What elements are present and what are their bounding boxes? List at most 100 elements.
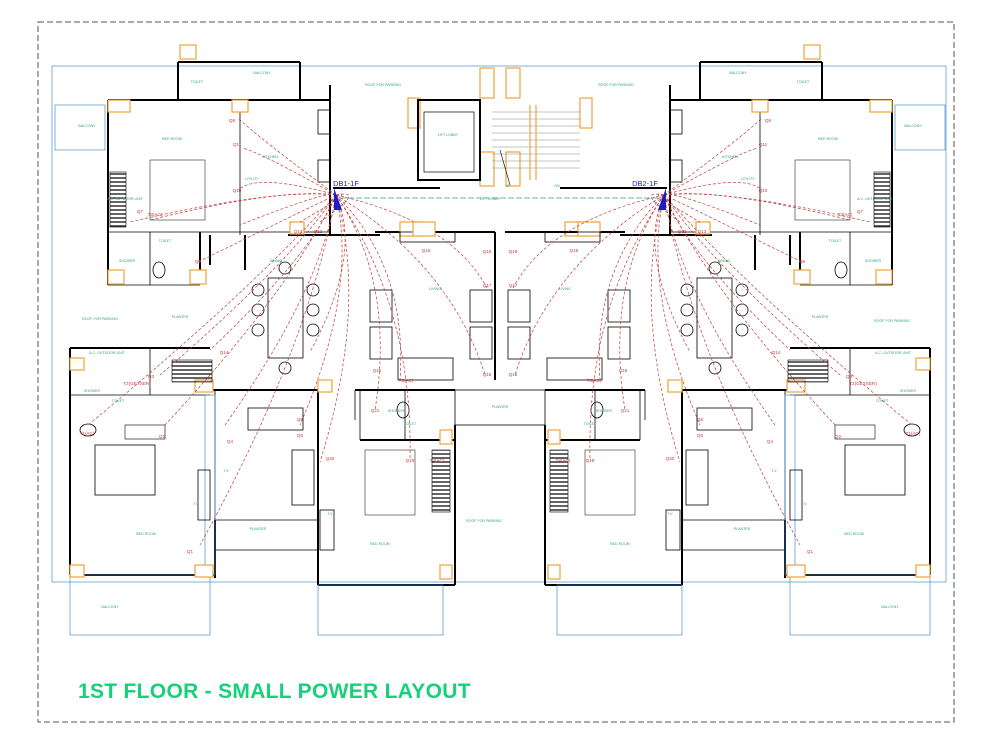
column [439,429,453,445]
circuit-run [514,194,665,376]
unit-right: Q8Q11Q10Q7T3(AC)Q13Q12Q9Q14T2(GEYSER)Q3T… [412,44,946,636]
room-label: SHOWER [900,389,917,393]
socket-point-label: Q13 [294,229,303,234]
room-label: BED ROOM [370,542,390,546]
column [505,67,521,99]
room-label: TOILET [404,422,417,426]
socket-point-label: T4(AC) [556,458,571,463]
column [412,221,436,237]
room-label: T.V [667,512,673,516]
socket-point-label: Q21 [371,408,380,413]
distribution-board-icon [658,188,666,210]
sofa [291,449,315,506]
column [547,564,561,580]
room-label: BED ROOM [818,137,838,141]
socket-point-label: Q5 [697,433,704,438]
lift-shaft [417,99,481,181]
circuit-run [199,194,337,546]
room-label: SHOWER [596,409,613,413]
socket-point-label: Q9 [195,259,202,264]
hatch [549,449,569,513]
column [179,44,197,60]
column [505,151,521,187]
up-label: UP [506,184,512,188]
drawing-title: 1ST FLOOR - SMALL POWER LAYOUT [78,680,471,703]
room-label: PLANTER [734,527,751,531]
room-label: TOILET [191,80,204,84]
circuit-run [663,117,763,196]
room-label: A.C. OUTDOOR UNIT [857,197,894,201]
lift-label: LIFT LOBBY [438,133,459,137]
column [786,564,806,578]
socket-point-label: Q6 [297,417,304,422]
room-label: BALCONY [904,124,922,128]
chair [306,323,320,337]
tv-unit [197,469,211,521]
sofa [469,326,493,360]
hatch [171,359,213,383]
circuit-run [164,194,337,426]
circuit-run [663,147,759,196]
room-label: T.V [771,469,777,473]
site-outline [51,65,947,583]
room-label: A.C. OUTDOOR UNIT [107,197,144,201]
socket-point-label: Q18 [509,249,518,254]
toilet-fixture [834,261,848,279]
room-label: UTILITY [245,177,259,181]
circuit-run [619,194,665,411]
hatch [873,171,891,228]
roof-label: ROOF FOR PARKING [82,317,118,321]
socket-point-label: T4(AC) [430,458,445,463]
toilet-fixture [152,261,166,279]
chair [735,283,749,297]
toilet-fixture [590,401,604,419]
tv-unit [319,509,335,551]
socket-point-label: Q19 [406,458,415,463]
chair [251,283,265,297]
socket-point-label: T3(AC) [148,212,163,217]
bed [94,444,156,496]
chair [680,303,694,317]
column [915,564,931,578]
toilet-fixture [396,401,410,419]
circuit-run [663,194,841,376]
socket-point-label: Q3 [846,374,853,379]
column [439,564,453,580]
room-label: SHOWER [865,259,882,263]
socket-point-label: Q18 [483,249,492,254]
db2-label: DB2-1F [632,179,658,188]
room-label: T.V [193,502,199,506]
chair [680,323,694,337]
room-label: PLANTER [250,527,267,531]
lobby-label: LIFT LOBBY [480,197,501,201]
sofa [369,326,393,360]
hatch [787,359,829,383]
circuit-run [335,194,488,289]
room-label: BALCONY [78,124,96,128]
balcony-outline [894,104,946,151]
room-label: T.V [801,502,807,506]
distribution-board-icon [334,188,342,210]
balcony-outline [556,584,683,636]
socket-point-label: T5(AC) [399,378,414,383]
balcony-outline [54,104,106,151]
sheet-border [37,21,955,723]
hatch [431,449,451,513]
planter-label: PLANTER [492,405,509,409]
down-label: DN [554,184,560,188]
circuit-run [335,194,486,376]
socket-point-label: T2(GEYSER) [123,381,151,386]
room-label: A.C. OUTDOOR UNIT [89,351,126,355]
bed [844,444,906,496]
pillow [834,424,876,440]
socket-point-label: Q14 [220,350,229,355]
circuit-run [663,194,836,426]
circuit-run [335,194,381,411]
column [875,269,893,285]
column [189,269,207,285]
socket-point-label: Q21 [621,408,630,413]
room-label: T.V [327,512,333,516]
socket-point-label: Q14 [772,350,781,355]
socket-point-label: Q11 [759,142,768,147]
